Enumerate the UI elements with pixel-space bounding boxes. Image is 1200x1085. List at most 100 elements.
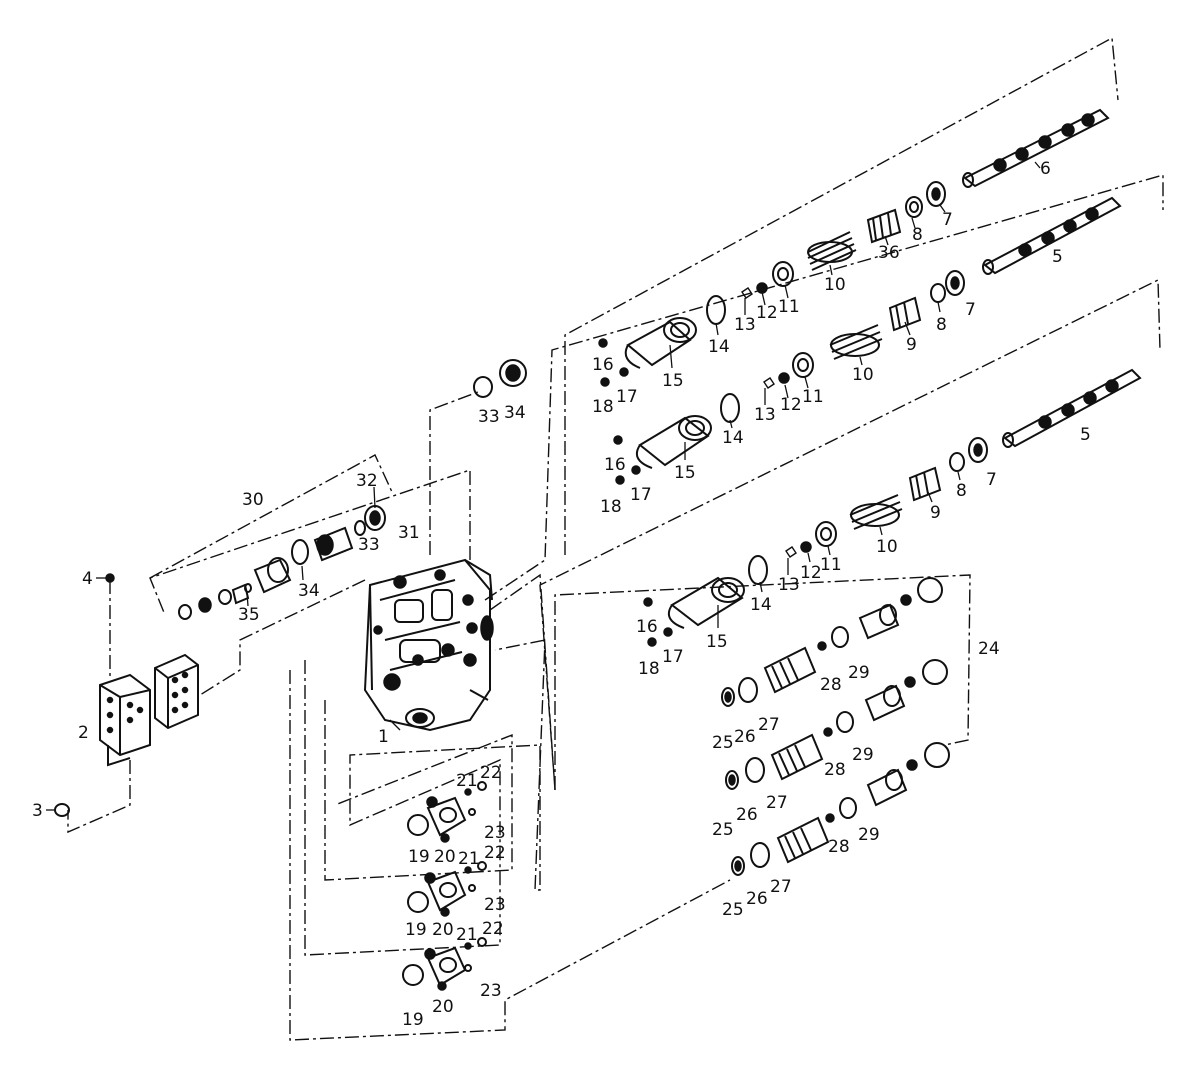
block-plate: [154, 653, 199, 730]
label-34a: 34: [504, 403, 526, 423]
label-21b: 21: [458, 849, 480, 869]
label-4: 4: [82, 569, 93, 589]
label-14c: 14: [750, 595, 772, 615]
label-28b: 28: [824, 760, 846, 780]
label-30: 30: [242, 490, 264, 510]
bracket-2: [99, 673, 151, 767]
label-15c: 15: [706, 632, 728, 652]
label-9a: 9: [906, 335, 917, 355]
label-22c: 22: [482, 919, 504, 939]
label-16a: 16: [592, 355, 614, 375]
label-14b: 14: [722, 428, 744, 448]
label-2: 2: [78, 723, 89, 743]
label-15b: 15: [674, 463, 696, 483]
label-25a: 25: [712, 733, 734, 753]
label-1: 1: [378, 727, 389, 747]
label-12a: 12: [756, 303, 778, 323]
label-34b: 34: [298, 581, 320, 601]
label-28c: 28: [828, 837, 850, 857]
label-24: 24: [978, 639, 1000, 659]
label-20b: 20: [432, 920, 454, 940]
label-19a: 19: [408, 847, 430, 867]
label-11c: 11: [820, 555, 842, 575]
assembly-lines: [67, 36, 1164, 1041]
check-valve-group: [721, 577, 950, 876]
label-36: 36: [878, 243, 900, 263]
label-26c: 26: [746, 889, 768, 909]
pin-3: [46, 803, 70, 817]
leader-lines: [246, 161, 1041, 731]
valve-body: [363, 558, 494, 732]
label-5b: 5: [1080, 425, 1091, 445]
label-35: 35: [238, 605, 260, 625]
label-10c: 10: [876, 537, 898, 557]
label-12b: 12: [780, 395, 802, 415]
label-5a: 5: [1052, 247, 1063, 267]
label-8c: 8: [956, 481, 967, 501]
label-25c: 25: [722, 900, 744, 920]
label-13b: 13: [754, 405, 776, 425]
label-26b: 26: [736, 805, 758, 825]
label-28a: 28: [820, 675, 842, 695]
label-9b: 9: [930, 503, 941, 523]
label-7b: 7: [965, 300, 976, 320]
label-25b: 25: [712, 820, 734, 840]
spool-5-lower: [1002, 368, 1142, 448]
label-8b: 8: [936, 315, 947, 335]
label-21a: 21: [456, 771, 478, 791]
label-19c: 19: [402, 1010, 424, 1030]
label-29c: 29: [858, 825, 880, 845]
lower-cover-group: [402, 781, 487, 991]
label-22b: 22: [484, 843, 506, 863]
label-17c: 17: [662, 647, 684, 667]
label-17b: 17: [630, 485, 652, 505]
label-11b: 11: [802, 387, 824, 407]
label-20c: 20: [432, 997, 454, 1017]
label-6: 6: [1040, 159, 1051, 179]
bolt-4: [96, 573, 115, 583]
label-11a: 11: [778, 297, 800, 317]
label-33b: 33: [358, 535, 380, 555]
label-7a: 7: [942, 210, 953, 230]
label-18b: 18: [600, 497, 622, 517]
label-8a: 8: [912, 225, 923, 245]
label-12c: 12: [800, 563, 822, 583]
label-23c: 23: [480, 981, 502, 1001]
label-32: 32: [356, 471, 378, 491]
label-10a: 10: [824, 275, 846, 295]
label-29b: 29: [852, 745, 874, 765]
label-3: 3: [32, 801, 43, 821]
label-22a: 22: [480, 763, 502, 783]
label-33a: 33: [478, 407, 500, 427]
label-17a: 17: [616, 387, 638, 407]
label-10b: 10: [852, 365, 874, 385]
label-7c: 7: [986, 470, 997, 490]
label-18c: 18: [638, 659, 660, 679]
spool-6: [962, 108, 1110, 188]
label-13c: 13: [778, 575, 800, 595]
label-23b: 23: [484, 895, 506, 915]
label-20a: 20: [434, 847, 456, 867]
callout-labels: 1 2 3 4 5 5 6 7 7 7 8 8 8 9 9 10 10 10 1…: [32, 159, 1091, 1030]
label-23a: 23: [484, 823, 506, 843]
plug-34-top: [473, 359, 527, 398]
label-27b: 27: [766, 793, 788, 813]
label-16c: 16: [636, 617, 658, 637]
spool-5-upper: [982, 196, 1122, 275]
label-29a: 29: [848, 663, 870, 683]
label-26a: 26: [734, 727, 756, 747]
row-3-parts: [643, 437, 988, 647]
label-13a: 13: [734, 315, 756, 335]
label-16b: 16: [604, 455, 626, 475]
label-19b: 19: [405, 920, 427, 940]
label-18a: 18: [592, 397, 614, 417]
label-21c: 21: [456, 925, 478, 945]
label-27a: 27: [758, 715, 780, 735]
row-2-parts: [613, 270, 965, 485]
label-15a: 15: [662, 371, 684, 391]
row-1-parts: [598, 181, 946, 387]
label-27c: 27: [770, 877, 792, 897]
label-14a: 14: [708, 337, 730, 357]
relief-valve-group: [178, 505, 386, 620]
